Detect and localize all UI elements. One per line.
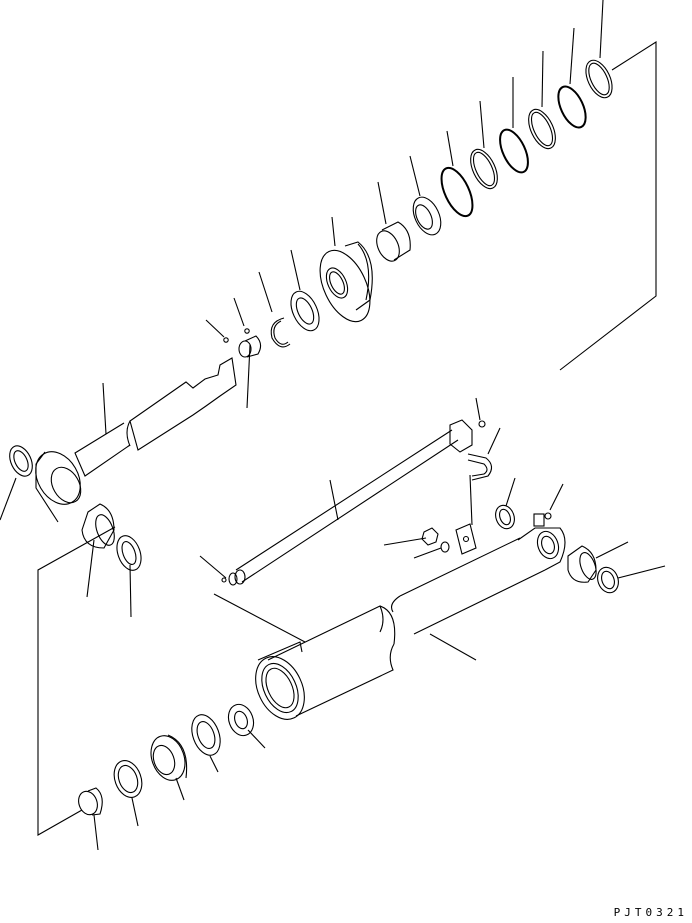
rod-dust-seal bbox=[116, 535, 142, 571]
leader-lines-lower bbox=[93, 397, 666, 851]
bottom-dust-seal bbox=[597, 566, 619, 594]
bolt-and-washer bbox=[421, 527, 450, 553]
rod-end-seal bbox=[9, 445, 33, 477]
nut bbox=[412, 196, 442, 236]
leader-lines-upper bbox=[0, 0, 604, 618]
rod-packing bbox=[227, 703, 255, 737]
head-bushing bbox=[78, 787, 103, 816]
head-ring bbox=[113, 760, 143, 798]
bracket-upper-right bbox=[559, 40, 657, 371]
cylinder-bottom-eye bbox=[517, 512, 566, 571]
piston-seal bbox=[290, 290, 320, 332]
rod-bushing bbox=[81, 503, 115, 549]
seal-rings bbox=[440, 59, 613, 218]
drawing-code: PJT0321 bbox=[613, 906, 688, 919]
balls bbox=[223, 328, 250, 343]
wear-ring bbox=[376, 221, 411, 262]
head-seal bbox=[191, 714, 221, 756]
u-bolt-clamp bbox=[467, 453, 493, 481]
bracket-plate bbox=[455, 474, 477, 555]
stop-pin bbox=[238, 335, 262, 358]
bottom-bushing bbox=[567, 545, 597, 583]
snap-ring bbox=[270, 317, 291, 348]
cylinder-head bbox=[150, 734, 188, 781]
piston bbox=[319, 241, 373, 323]
bottom-seal bbox=[495, 504, 515, 530]
piston-rod bbox=[35, 357, 237, 523]
hydraulic-pipe bbox=[221, 419, 486, 586]
cylinder-tube bbox=[255, 537, 546, 720]
bracket-lower-left bbox=[37, 526, 116, 836]
